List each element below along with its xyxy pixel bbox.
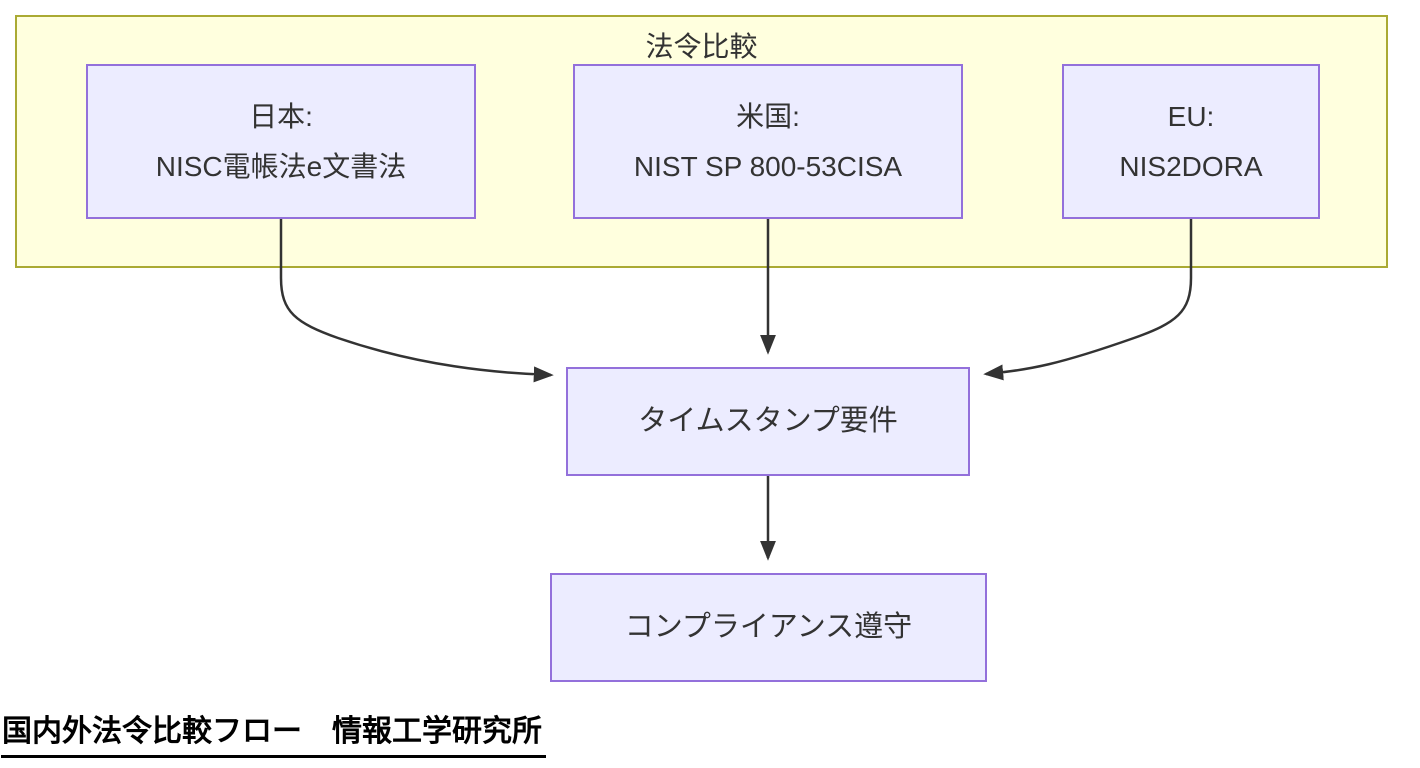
node-japan-line1: 日本:: [249, 100, 313, 132]
diagram-caption: 国内外法令比較フロー 情報工学研究所: [1, 706, 546, 758]
node-us-line2: NIST SP 800-53CISA: [633, 150, 903, 182]
node-japan-line2: NISC電帳法e文書法: [155, 150, 407, 182]
node-timestamp-label: タイムスタンプ要件: [638, 404, 898, 437]
node-timestamp-requirements: タイムスタンプ要件: [566, 367, 970, 476]
node-compliance-label: コンプライアンス遵守: [624, 610, 913, 643]
node-us: 米国: NIST SP 800-53CISA: [573, 64, 963, 219]
node-eu-line2: NIS2DORA: [1119, 150, 1263, 182]
cluster-title: 法令比較: [645, 31, 758, 62]
node-eu-line1: EU:: [1167, 100, 1215, 132]
node-eu: EU: NIS2DORA: [1062, 64, 1320, 219]
node-japan: 日本: NISC電帳法e文書法: [86, 64, 476, 219]
node-us-line1: 米国:: [736, 100, 800, 132]
node-compliance: コンプライアンス遵守: [550, 573, 987, 682]
